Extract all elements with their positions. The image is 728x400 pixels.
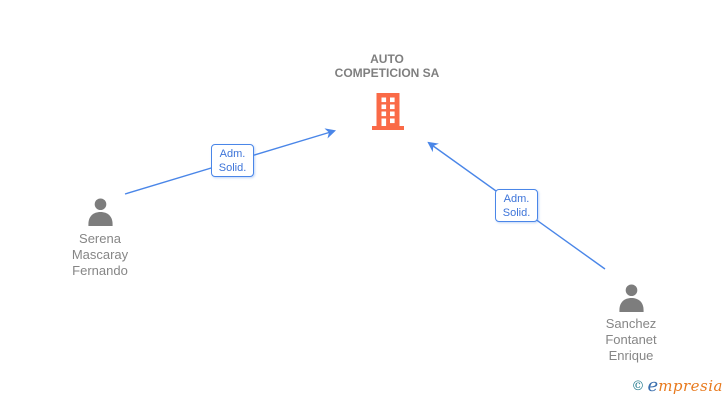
company-building-icon[interactable] xyxy=(372,93,404,131)
brand-initial: e xyxy=(647,375,659,396)
person-icon xyxy=(619,284,644,312)
person-node-serena[interactable] xyxy=(86,197,115,226)
building-icon xyxy=(372,93,404,130)
brand-name: mpresia xyxy=(658,377,723,395)
relation-label-serena: Adm. Solid. xyxy=(211,144,254,177)
person-name-serena[interactable]: Serena Mascaray Fernando xyxy=(71,231,129,278)
person-name-sanchez[interactable]: Sanchez Fontanet Enrique xyxy=(605,316,657,363)
company-name[interactable]: AUTO COMPETICION SA xyxy=(334,52,440,80)
person-icon xyxy=(88,198,113,226)
copyright-icon: © xyxy=(631,379,645,394)
empresia-logo[interactable]: ©empresia xyxy=(632,375,723,396)
person-node-sanchez[interactable] xyxy=(617,283,646,312)
relation-label-sanchez: Adm. Solid. xyxy=(495,189,538,222)
